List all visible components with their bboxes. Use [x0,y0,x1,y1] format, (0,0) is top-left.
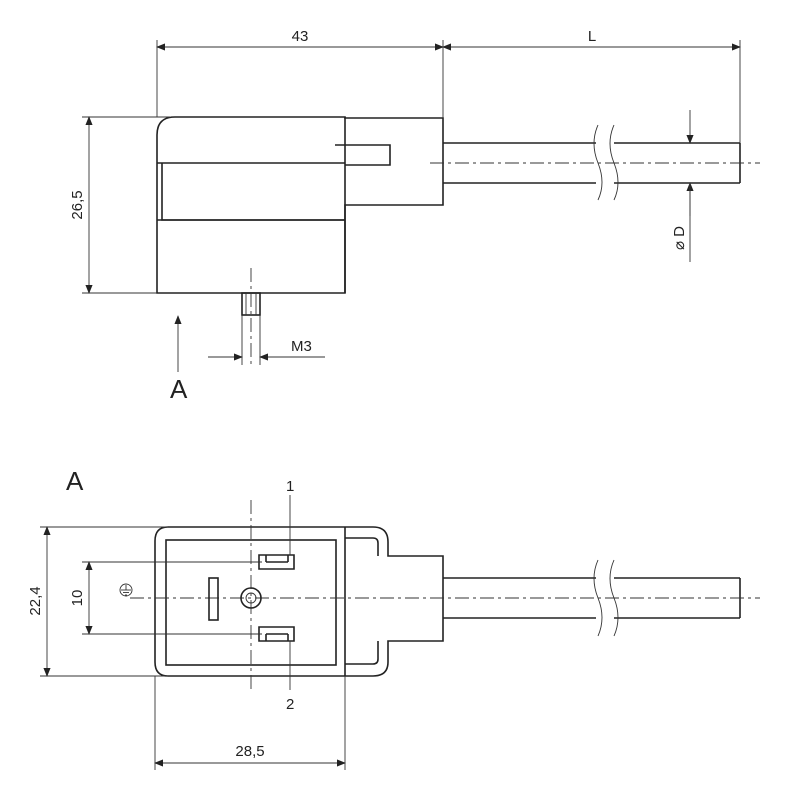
dim-diameter: ⌀ D [671,110,694,262]
connector-housing-side [156,116,444,294]
view-arrow-a: A [170,315,188,404]
dim-height-22-4: 22,4 [27,526,168,677]
dim-height-26-5: 26,5 [69,116,170,294]
dim-diameter-label: ⌀ D [671,226,688,250]
dim-pin-spacing-10: 10 [69,561,262,635]
dim-width-28-5: 28,5 [154,676,346,770]
pin-1-contact [258,554,295,570]
dim-thread-m3: M3 [208,315,325,365]
cable-front [130,559,760,637]
ground-icon [119,583,133,597]
dim-height-label: 26,5 [69,190,86,219]
connector-housing-front [154,526,444,677]
dim-pin-spacing-label: 10 [69,590,86,607]
pin-1-label: 1 [286,478,294,495]
pin-2-contact [258,626,295,642]
dim-width-front-label: 28,5 [235,743,264,760]
pin-2-label: 2 [286,696,294,713]
dim-thread-label: M3 [291,338,312,355]
dim-height-front-label: 22,4 [27,586,44,615]
m3-screw [241,268,261,365]
dim-width-43: 43 [156,28,444,118]
housing-tab [335,144,391,166]
dim-width-label: 43 [292,28,309,45]
view-marker-label: A [170,374,188,404]
ground-blade [208,577,219,621]
side-view: 43 L 26,5 ⌀ D M3 [69,28,760,404]
contact-field [165,539,337,666]
dim-cable-length-label: L [588,28,596,45]
front-view-a: A 1 2 [27,466,760,770]
cable-side [430,124,760,201]
center-screw-hole [240,587,262,609]
view-title: A [66,466,84,496]
housing-upper-section [157,162,345,221]
dim-cable-length: L [442,28,741,143]
